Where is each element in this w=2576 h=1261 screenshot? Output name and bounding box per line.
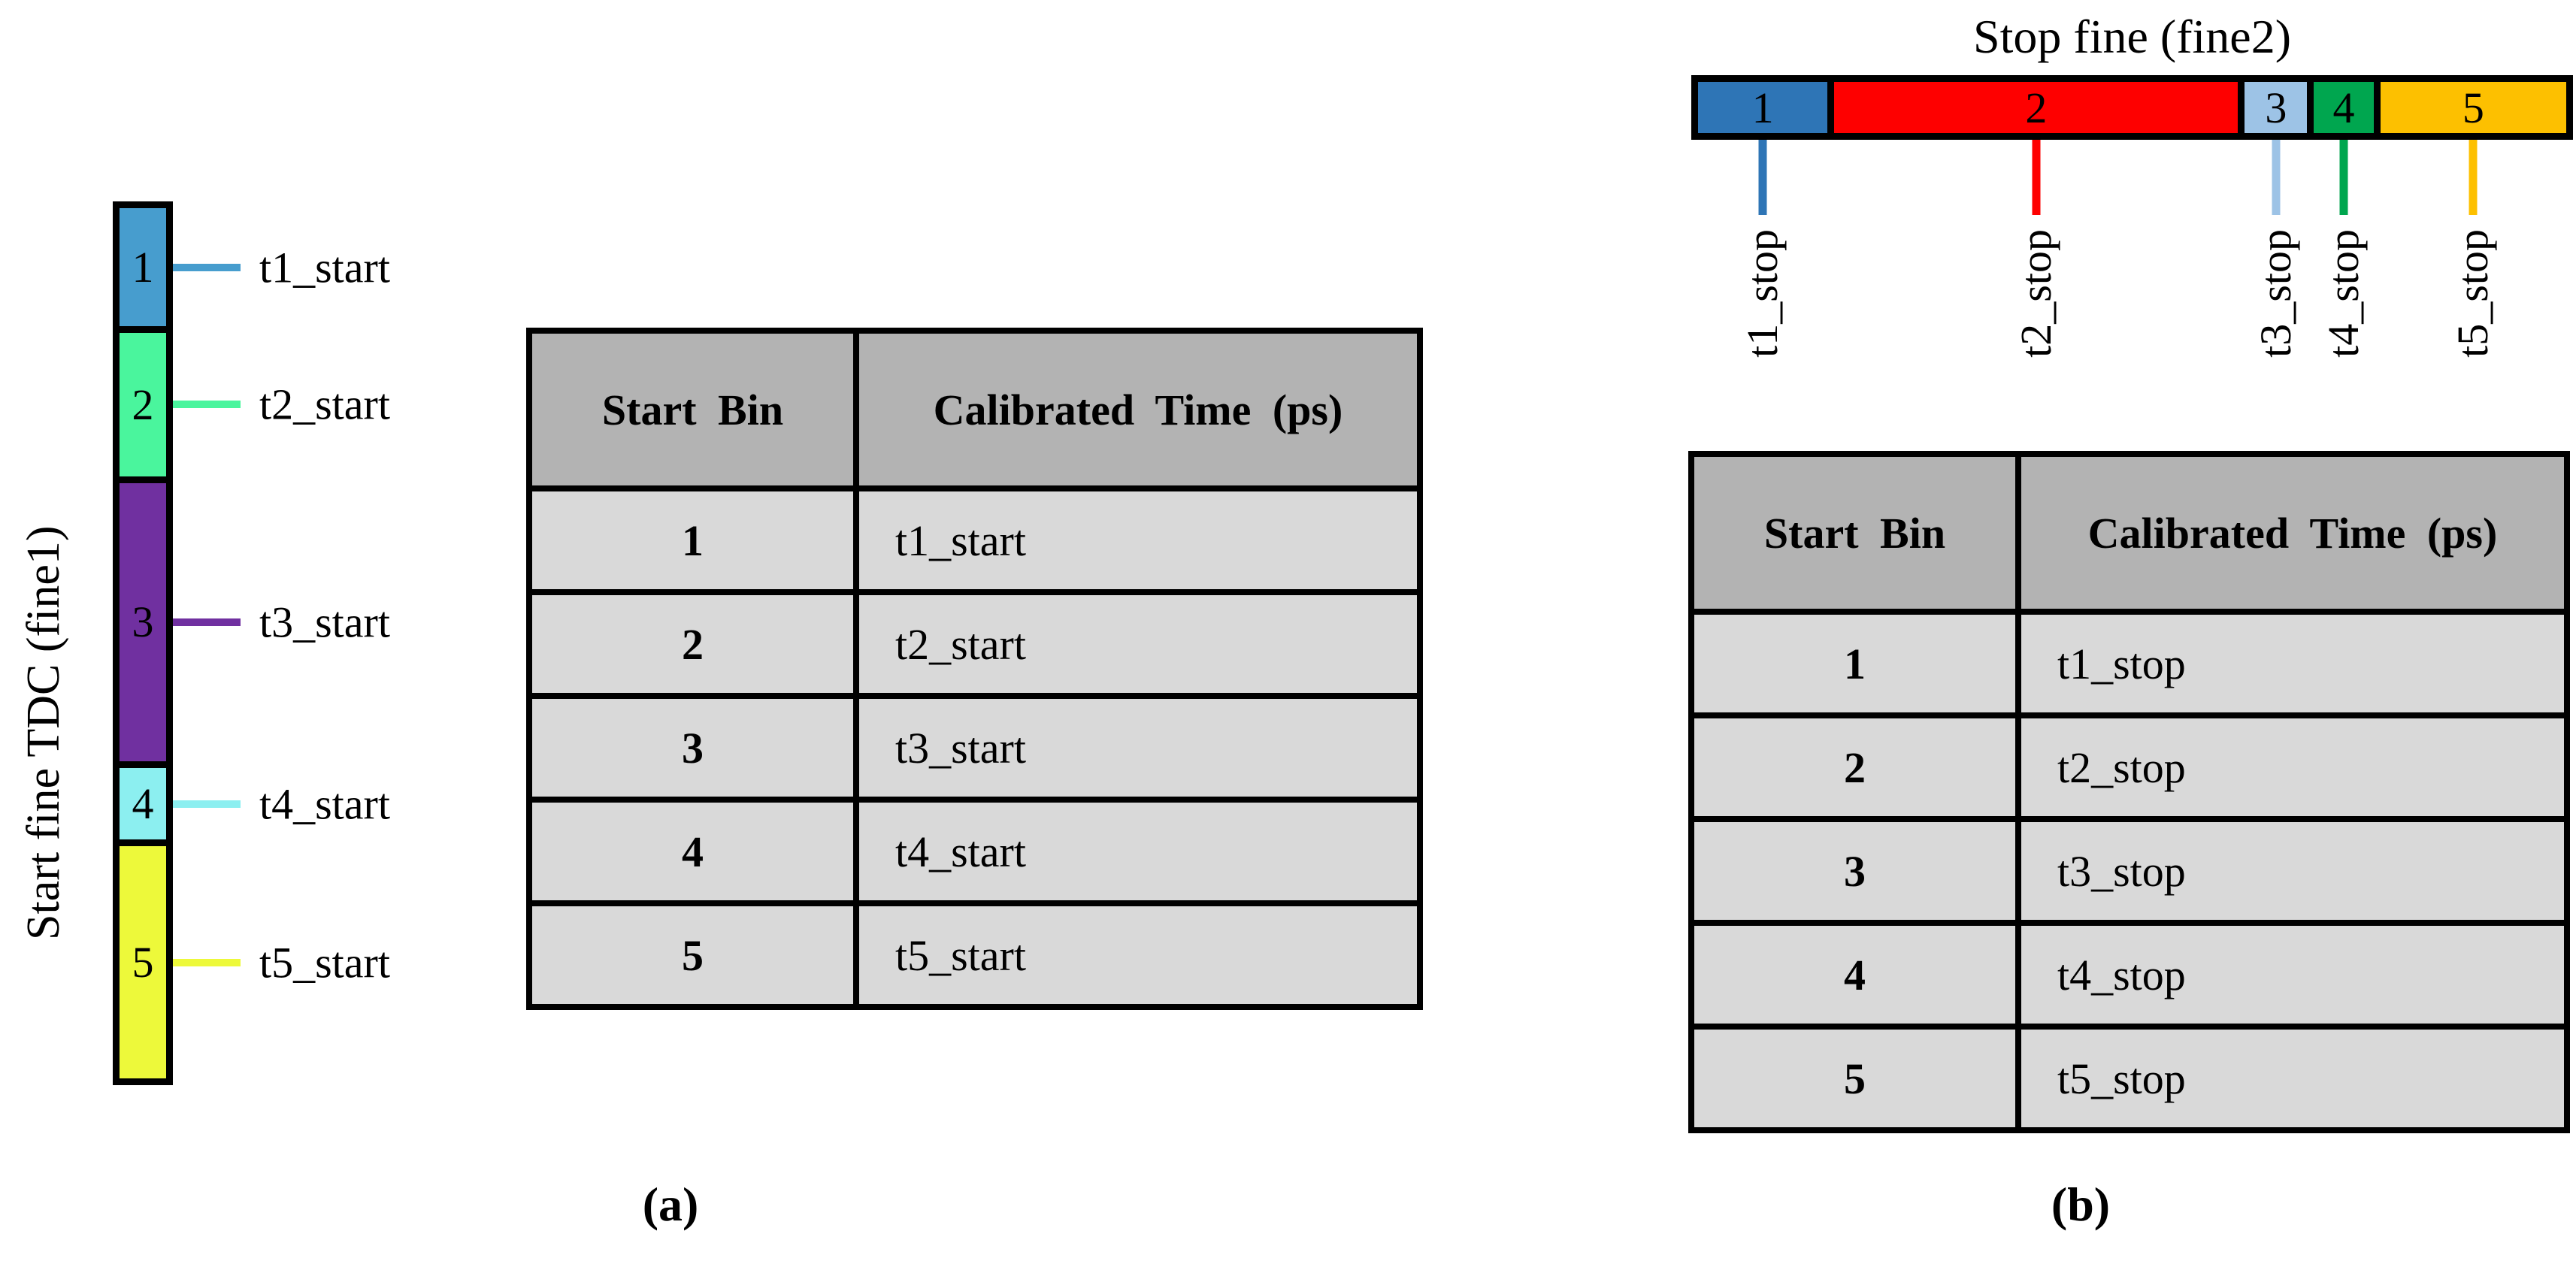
table-row: 1 t1_stop: [1688, 609, 2570, 718]
bin-cell: 5: [526, 900, 859, 1010]
table-row: 1 t1_start: [526, 485, 1423, 595]
table-row: 4 t4_stop: [1688, 920, 2570, 1030]
stop-bin-segment-1: 1 t1_stop: [1698, 82, 1835, 358]
stop-calibration-table: Start Bin Calibrated Time (ps) 1 t1_stop…: [1688, 451, 2570, 1133]
table-header-row: Start Bin Calibrated Time (ps): [526, 328, 1423, 491]
time-cell: t1_start: [853, 485, 1423, 595]
bin-number: 4: [132, 779, 154, 829]
time-cell: t3_stop: [2015, 816, 2570, 926]
time-cell: t5_start: [853, 900, 1423, 1010]
time-cell: t1_stop: [2015, 609, 2570, 718]
drop-line: [2339, 140, 2348, 215]
bin-cell: 3: [526, 693, 859, 803]
stop-bin-segment-4: 4 t4_stop: [2314, 82, 2381, 358]
start-bin-segment-5: 5 t5_start: [120, 846, 390, 1078]
bin-number: 4: [2332, 83, 2355, 132]
bin-cell: 1: [526, 485, 859, 595]
col-header-calibrated-time: Calibrated Time (ps): [853, 328, 1423, 491]
drop-label: t4_stop: [2319, 229, 2369, 358]
table-row: 2 t2_stop: [1688, 712, 2570, 822]
bin-cell: 1: [1688, 609, 2021, 718]
bin-cell: 4: [1688, 920, 2021, 1030]
bin-cell: 2: [1688, 712, 2021, 822]
tick-label: t2_start: [259, 380, 390, 429]
col-header-calibrated-time: Calibrated Time (ps): [2015, 451, 2570, 615]
time-cell: t4_stop: [2015, 920, 2570, 1030]
stop-bin-segment-2: 2 t2_stop: [1834, 82, 2245, 358]
bin-cell: 3: [1688, 816, 2021, 926]
col-header-start-bin: Start Bin: [1688, 451, 2021, 615]
time-cell: t2_stop: [2015, 712, 2570, 822]
time-cell: t5_stop: [2015, 1024, 2570, 1133]
start-fine-bar: 1 t1_start 2 t2_start 3 t3_start 4 t4_st…: [113, 201, 390, 1085]
drop-line: [2272, 140, 2281, 215]
time-cell: t2_start: [853, 589, 1423, 699]
table-row: 2 t2_start: [526, 589, 1423, 699]
caption-a: (a): [642, 1178, 699, 1231]
bin-number: 1: [1751, 83, 1774, 132]
tick-line: [173, 800, 241, 808]
bin-number: 5: [2462, 83, 2484, 132]
tick-label: t1_start: [259, 243, 390, 292]
col-header-start-bin: Start Bin: [526, 328, 859, 491]
table-row: 5 t5_stop: [1688, 1024, 2570, 1133]
table-row: 5 t5_start: [526, 900, 1423, 1010]
drop-label: t3_stop: [2251, 229, 2300, 358]
drop-label: t5_stop: [2448, 229, 2498, 358]
bin-number: 3: [2265, 83, 2287, 132]
bin-cell: 2: [526, 589, 859, 699]
start-bin-segment-4: 4 t4_start: [120, 768, 390, 847]
bin-cell: 4: [526, 797, 859, 906]
stop-bin-segment-3: 3 t3_stop: [2245, 82, 2314, 358]
stop-bin-segment-5: 5 t5_stop: [2380, 82, 2567, 358]
start-bin-segment-3: 3 t3_start: [120, 482, 390, 769]
tick-line: [173, 618, 241, 626]
table-header-row: Start Bin Calibrated Time (ps): [1688, 451, 2570, 615]
start-bin-segment-2: 2 t2_start: [120, 333, 390, 483]
drop-line: [1758, 140, 1767, 215]
bin-number: 5: [132, 938, 154, 987]
bin-number: 2: [2025, 83, 2048, 132]
tick-label: t5_start: [259, 938, 390, 987]
start-calibration-table: Start Bin Calibrated Time (ps) 1 t1_star…: [526, 328, 1423, 1010]
tick-label: t4_start: [259, 779, 390, 829]
bin-number: 2: [132, 380, 154, 429]
stop-fine-bar: 1 t1_stop 2 t2_stop 3 t3_stop 4 t4_stop …: [1691, 75, 2573, 358]
tick-line: [173, 401, 241, 409]
caption-b: (b): [2051, 1178, 2111, 1231]
bin-number: 3: [132, 597, 154, 647]
time-cell: t3_start: [853, 693, 1423, 803]
tick-line: [173, 263, 241, 271]
bin-number: 1: [132, 243, 154, 292]
drop-label: t2_stop: [2011, 229, 2060, 358]
drop-line: [2032, 140, 2041, 215]
table-row: 3 t3_stop: [1688, 816, 2570, 926]
start-bin-segment-1: 1 t1_start: [120, 208, 390, 334]
tick-line: [173, 958, 241, 966]
table-row: 3 t3_start: [526, 693, 1423, 803]
drop-line: [2469, 140, 2478, 215]
stop-fine-title: Stop fine (fine2): [1973, 10, 2291, 63]
bin-cell: 5: [1688, 1024, 2021, 1133]
table-row: 4 t4_start: [526, 797, 1423, 906]
tick-label: t3_start: [259, 597, 390, 647]
time-cell: t4_start: [853, 797, 1423, 906]
drop-label: t1_stop: [1738, 229, 1787, 358]
